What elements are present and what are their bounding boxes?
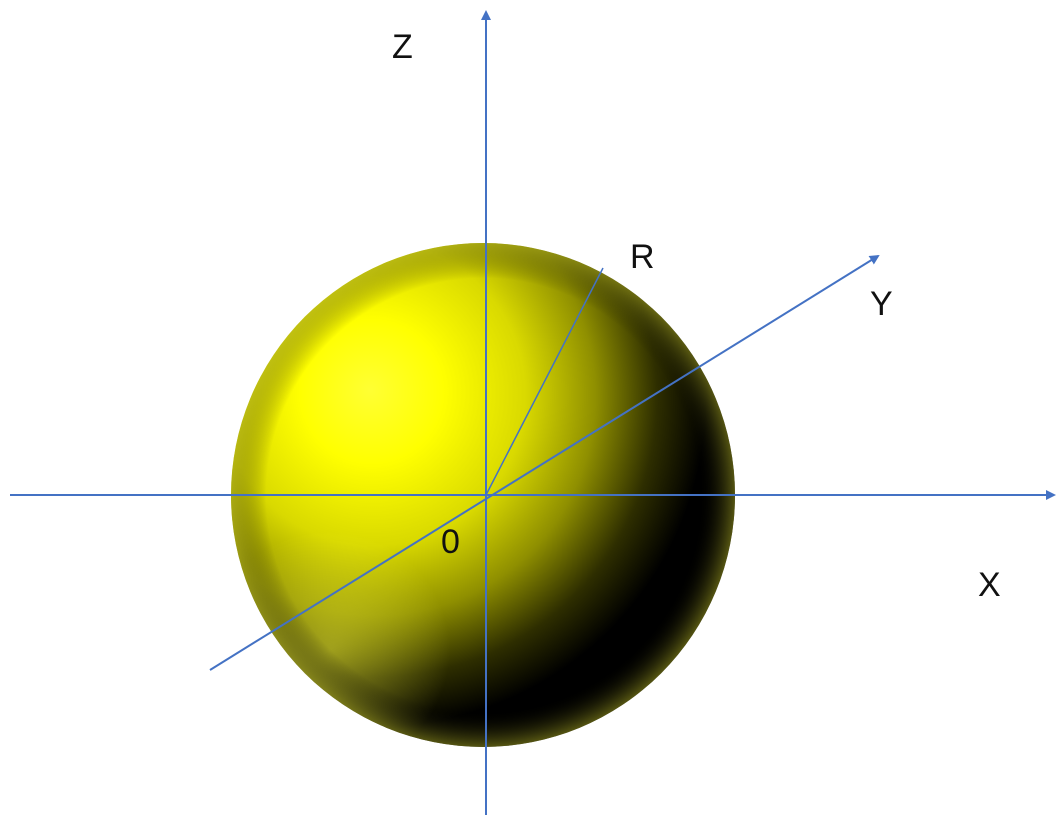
- radius-line: [485, 267, 604, 496]
- x-axis-label: X: [978, 566, 1001, 604]
- z-axis-label: Z: [392, 28, 413, 66]
- origin-label: 0: [441, 523, 460, 561]
- y-axis-line: [209, 254, 880, 671]
- y-axis-label: Y: [870, 285, 893, 323]
- radius-label: R: [630, 238, 655, 276]
